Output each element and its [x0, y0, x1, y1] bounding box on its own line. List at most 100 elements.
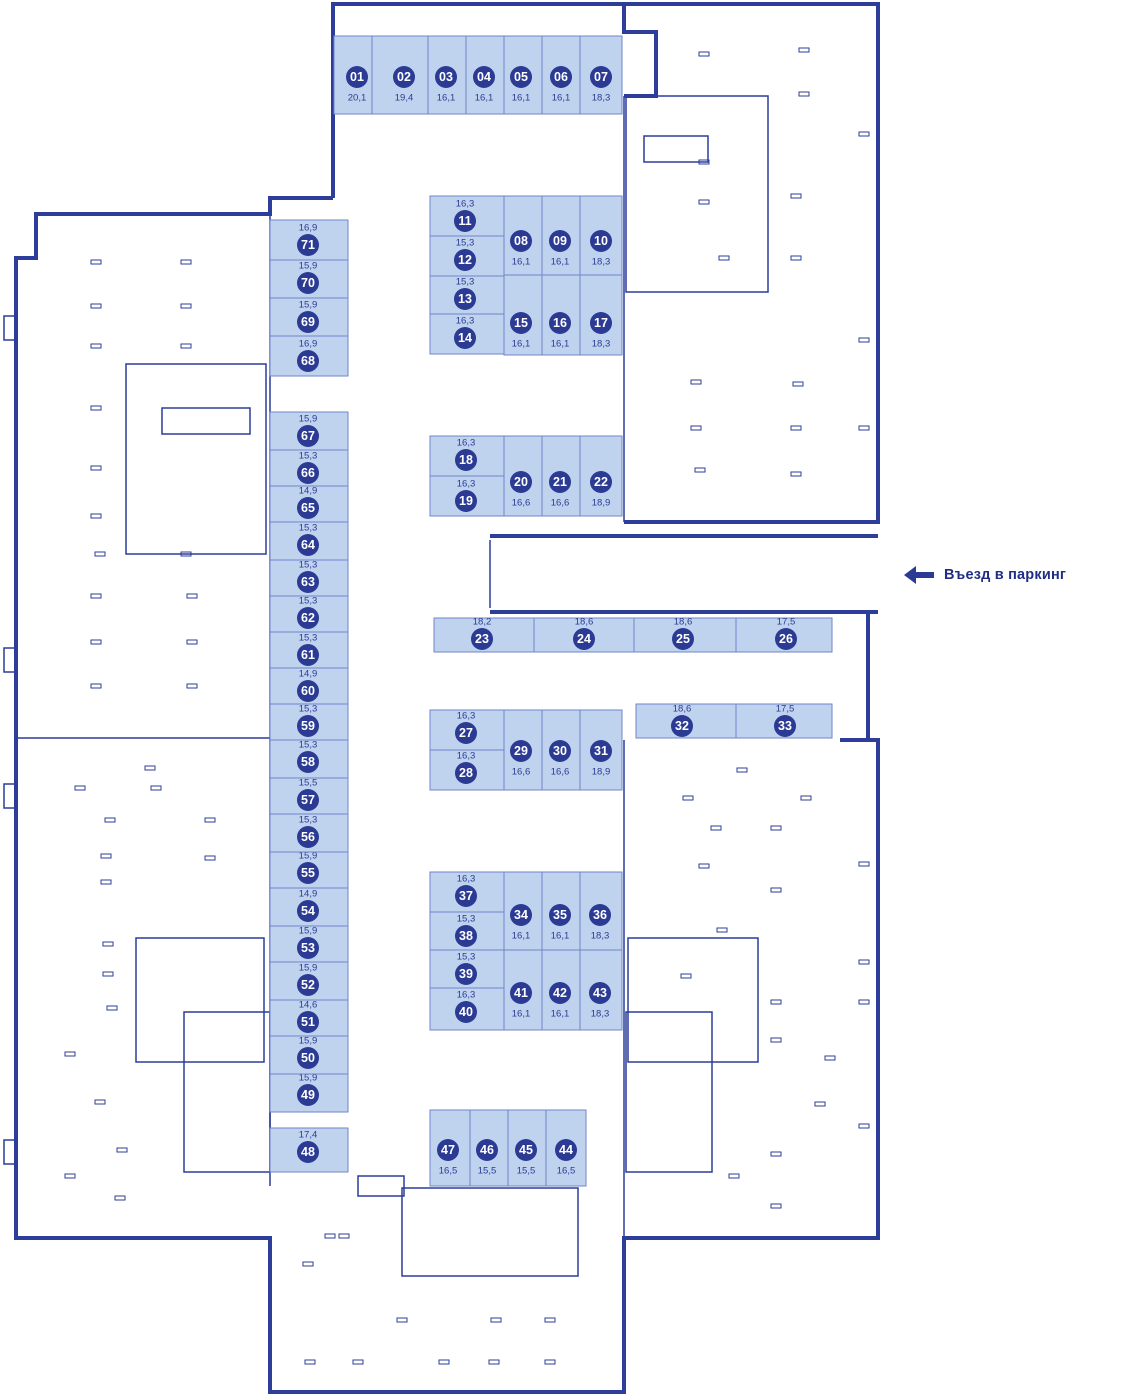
- spot-number-badge: [510, 471, 532, 493]
- stall-marker: [186, 639, 198, 645]
- stall-marker: [180, 551, 192, 557]
- parking-spot-area[interactable]: [429, 1109, 471, 1187]
- stall-marker: [770, 1203, 782, 1209]
- parking-spot-area[interactable]: [579, 35, 623, 115]
- spot-area-label: 18,3: [591, 1009, 610, 1020]
- spot-number-badge: [297, 900, 319, 922]
- spot-area-label: 16,5: [557, 1166, 576, 1177]
- spot-number-badge: [297, 272, 319, 294]
- parking-spot-area[interactable]: [507, 1109, 547, 1187]
- spot-number: 34: [514, 908, 528, 922]
- spot-number: 28: [459, 766, 473, 780]
- stall-marker: [204, 855, 216, 861]
- stall-marker: [770, 887, 782, 893]
- parking-entrance[interactable]: Въезд в паркинг: [904, 565, 1066, 585]
- spot-number-badge: [297, 789, 319, 811]
- stall-marker: [698, 159, 710, 165]
- spot-area-label: 16,6: [551, 498, 570, 509]
- spot-area-label: 14,9: [299, 889, 318, 900]
- spot-area-label: 18,3: [591, 931, 610, 942]
- stall-marker: [396, 1317, 408, 1323]
- spot-number-badge: [510, 740, 532, 762]
- stall-marker: [64, 1173, 76, 1179]
- stall-marker: [180, 343, 192, 349]
- spot-number: 09: [553, 234, 567, 248]
- spot-number-badge: [471, 628, 493, 650]
- spot-number: 18: [459, 453, 473, 467]
- spot-number-badge: [297, 715, 319, 737]
- stall-marker: [770, 1151, 782, 1157]
- stall-marker: [682, 795, 694, 801]
- stall-marker: [100, 879, 112, 885]
